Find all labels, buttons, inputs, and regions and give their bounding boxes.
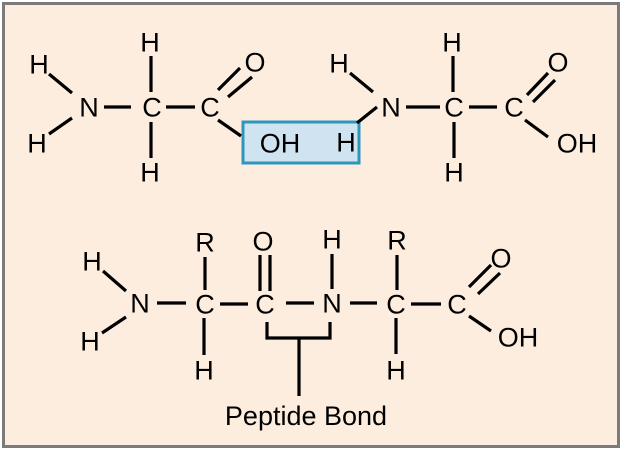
bond-H-N bbox=[356, 105, 378, 125]
atom-H: H bbox=[27, 129, 47, 159]
bond-H-N bbox=[101, 269, 128, 293]
atom-H: H bbox=[329, 49, 349, 79]
atom-H: H bbox=[80, 327, 100, 357]
bond-C=O bbox=[476, 271, 502, 296]
atom-H: H bbox=[194, 356, 214, 386]
bond-H-N bbox=[48, 116, 73, 136]
atom-C: C bbox=[142, 93, 162, 123]
diagram-panel bbox=[2, 2, 620, 448]
atom-H: H bbox=[442, 28, 462, 58]
bond-C-OH bbox=[217, 118, 242, 138]
atom-C: C bbox=[447, 290, 467, 320]
bond-C=O bbox=[525, 71, 550, 97]
atom-C: C bbox=[255, 290, 275, 320]
bond-C=O bbox=[467, 263, 493, 289]
bond-C-OH bbox=[524, 118, 549, 139]
atom-H: H bbox=[322, 225, 342, 255]
atom-N: N bbox=[322, 289, 342, 319]
atom-R: R bbox=[387, 226, 407, 256]
atom-C: C bbox=[195, 290, 215, 320]
atom-C: C bbox=[200, 93, 220, 123]
atom-H: H bbox=[336, 128, 356, 158]
atom-OH: OH bbox=[557, 129, 598, 159]
atom-O: O bbox=[244, 48, 265, 78]
atom-H: H bbox=[82, 247, 102, 277]
atom-H: H bbox=[29, 50, 49, 80]
bond-C=O bbox=[226, 75, 254, 99]
atom-O: O bbox=[490, 244, 511, 274]
bond-H-N bbox=[101, 315, 127, 335]
bond-H-N bbox=[47, 72, 74, 95]
atom-C: C bbox=[444, 93, 464, 123]
peptide-bond-bracket bbox=[265, 322, 332, 340]
bond-H-N bbox=[348, 71, 375, 94]
atom-O: O bbox=[547, 48, 568, 78]
reaction-highlight-box bbox=[241, 120, 361, 165]
atom-H: H bbox=[444, 158, 464, 188]
atom-C: C bbox=[504, 93, 524, 123]
atom-O: O bbox=[252, 227, 273, 257]
atom-OH: OH bbox=[498, 323, 539, 353]
peptide-bond-callout: Peptide Bond bbox=[225, 322, 387, 431]
atom-H: H bbox=[140, 158, 160, 188]
atom-N: N bbox=[381, 93, 401, 123]
bond-C=O bbox=[531, 78, 557, 104]
atom-OH: OH bbox=[260, 129, 301, 159]
atom-N: N bbox=[79, 93, 99, 123]
bond-C-OH bbox=[468, 314, 492, 333]
atom-H: H bbox=[140, 28, 160, 58]
peptide-bond-label: Peptide Bond bbox=[225, 401, 387, 431]
atom-H: H bbox=[386, 356, 406, 386]
atom-C: C bbox=[386, 290, 406, 320]
bond-C=O bbox=[216, 66, 242, 92]
atom-R: R bbox=[195, 228, 215, 258]
atom-N: N bbox=[130, 289, 150, 319]
